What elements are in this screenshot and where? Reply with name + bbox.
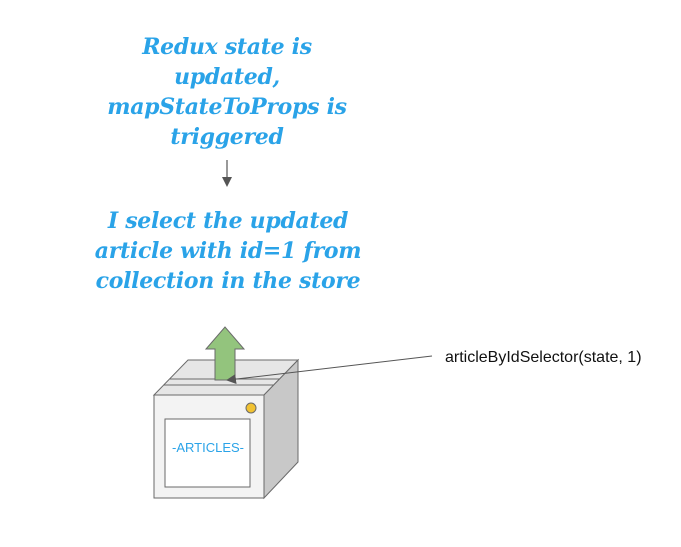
step-1-line: updated, (174, 64, 280, 90)
store-label-panel (164, 418, 251, 488)
step-2-line: collection in the store (95, 268, 361, 294)
step-1-line: Redux state is (142, 34, 312, 60)
step-1-line: triggered (170, 124, 284, 150)
step-redux-state-updated: Redux state is updated, mapStateToProps … (96, 32, 358, 152)
selector-call-label: articleByIdSelector(state, 1) (445, 349, 642, 366)
step-2-line: article with id=1 from (94, 238, 362, 264)
indicator-light-icon (245, 402, 257, 414)
store-box-icon (152, 358, 300, 500)
step-2-line: I select the updated (107, 208, 349, 234)
step-1-line: mapStateToProps is (107, 94, 347, 120)
step-select-updated-article: I select the updated article with id=1 f… (92, 206, 364, 296)
store-box-label: -ARTICLES- (172, 440, 244, 455)
selector-connector (226, 355, 433, 385)
